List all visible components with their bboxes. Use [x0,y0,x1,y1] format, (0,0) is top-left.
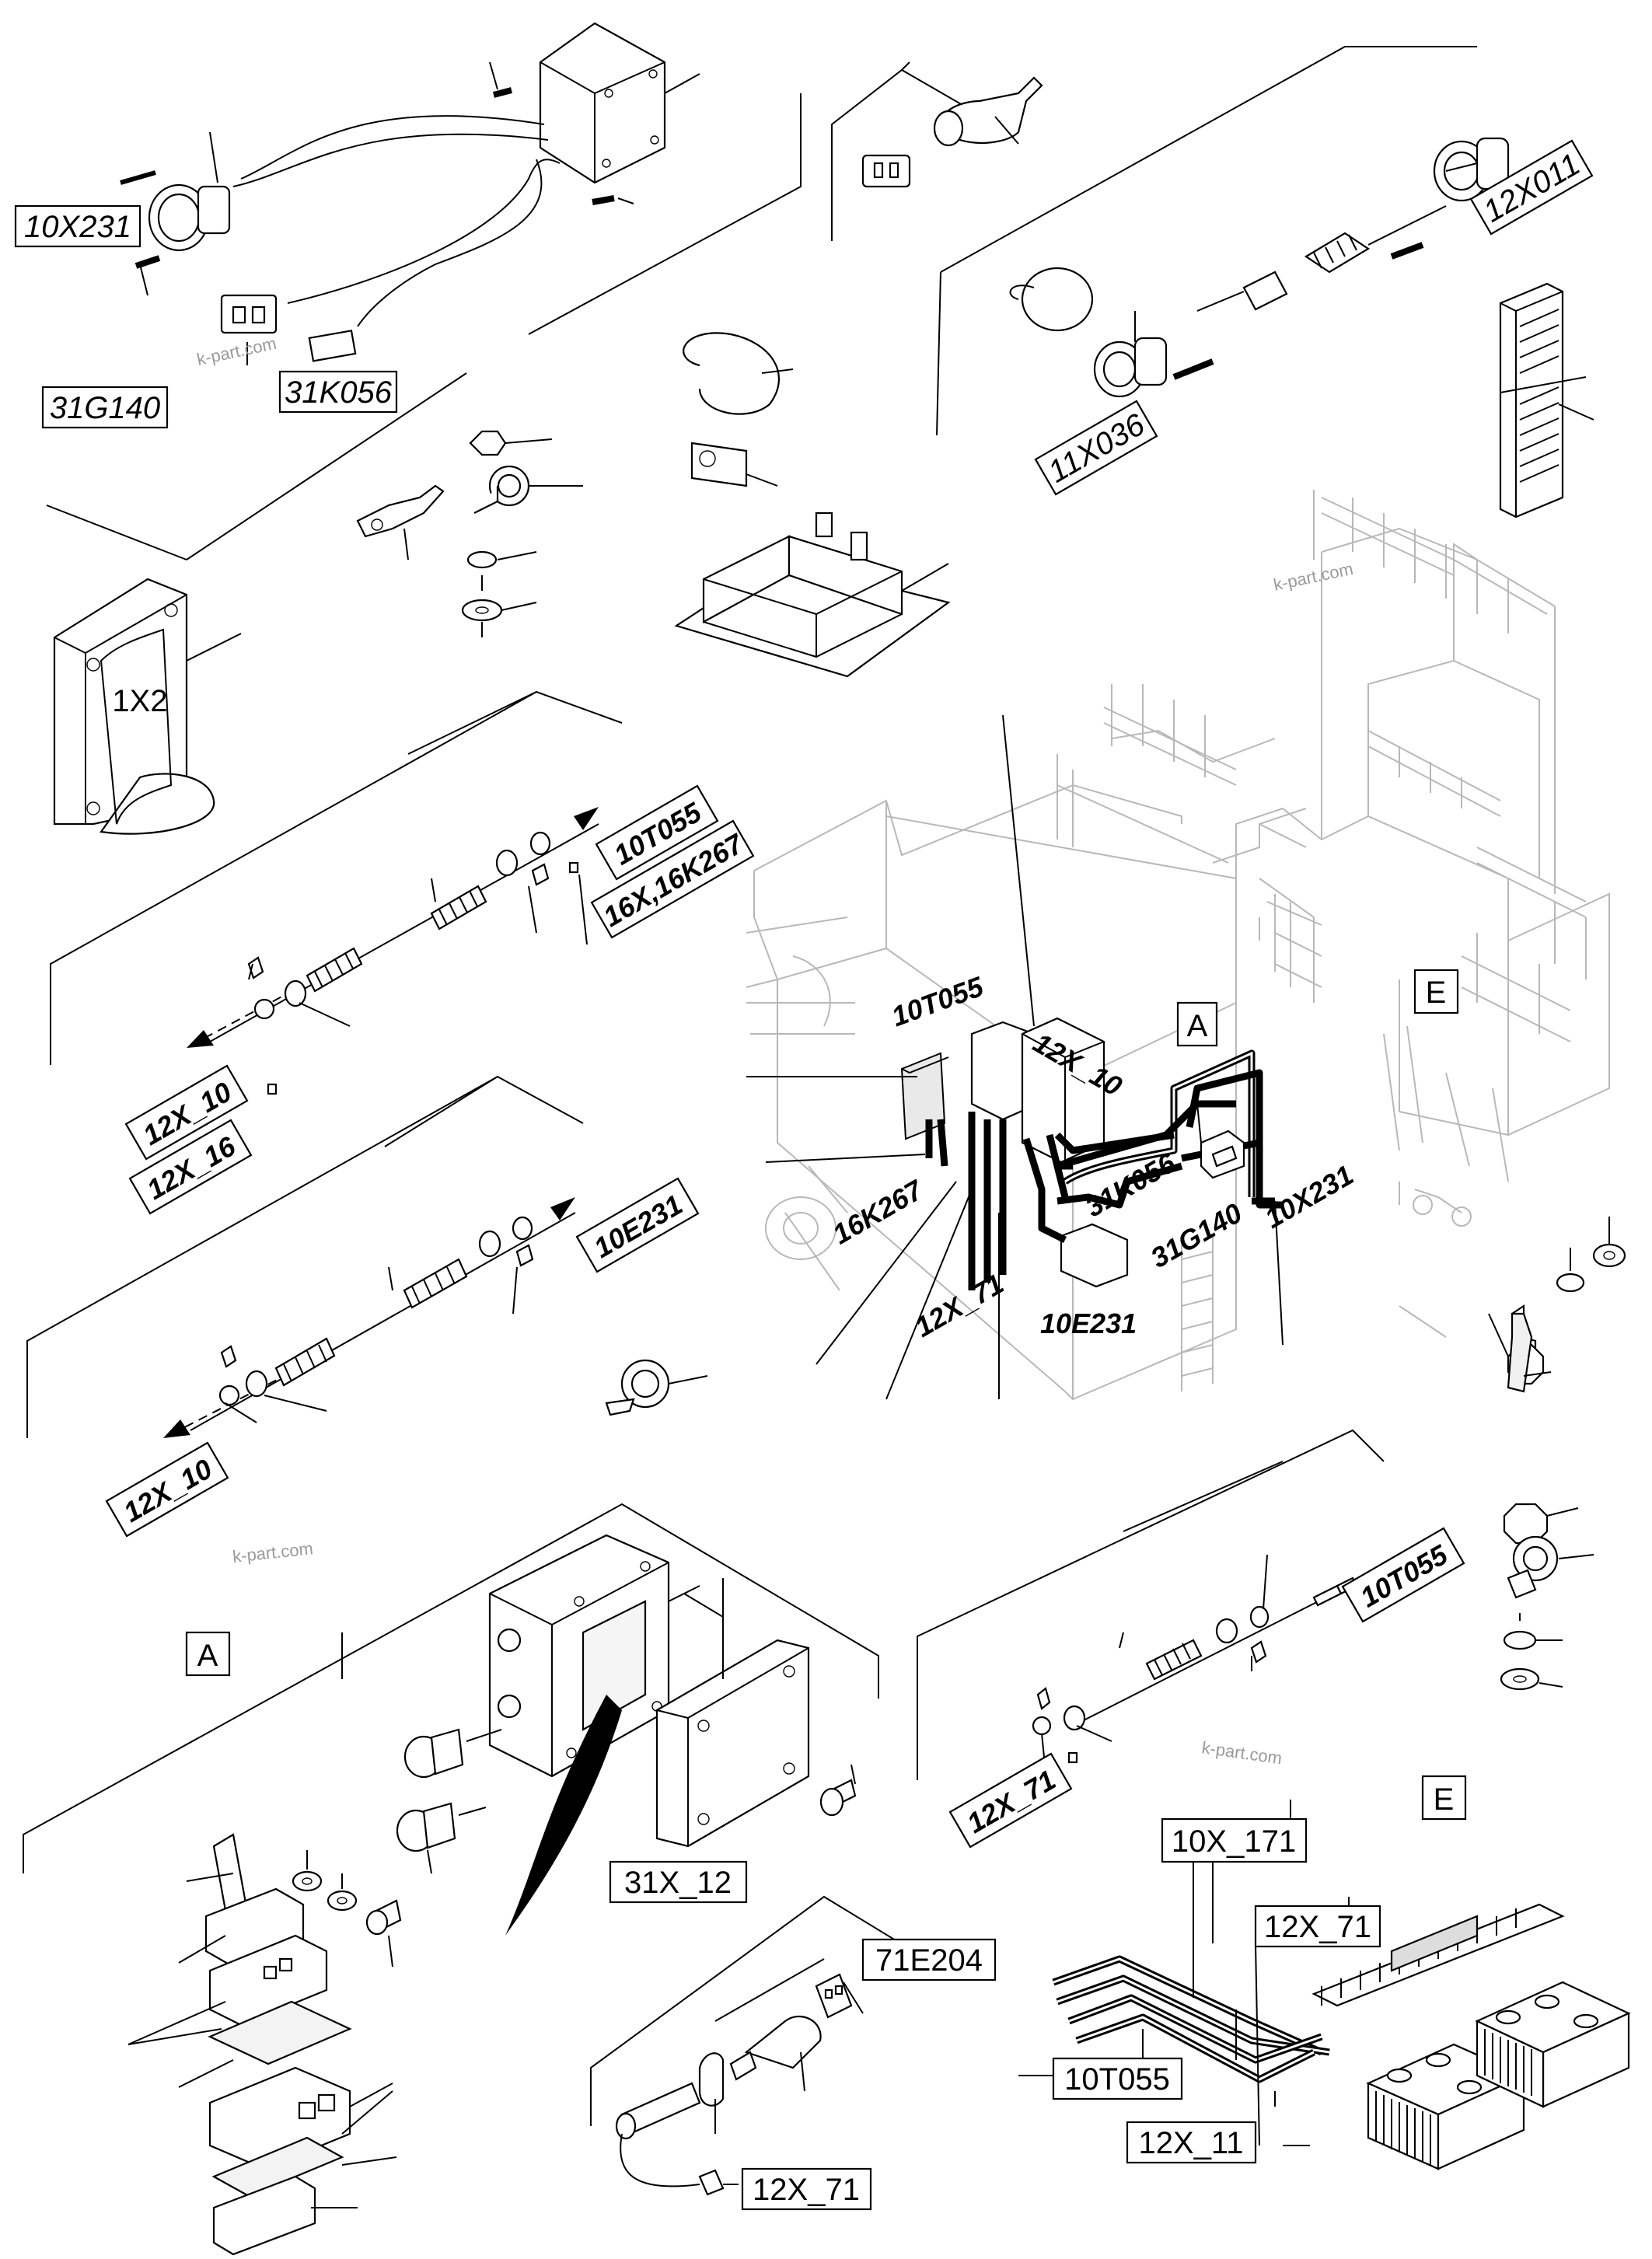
cable-gland-1 [403,1728,502,1779]
group-12X_71-line: k-part.com [917,1429,1385,1780]
spring-c [403,1258,468,1309]
spring-b [306,947,363,993]
label-m-10E231: 10E231 [1040,1308,1137,1339]
label-m-16K267: 16K267 [827,1173,929,1251]
watermark: k-part.com [1200,1737,1283,1768]
group-10E231-line [26,1075,584,1438]
watermark: k-part.com [1272,559,1355,595]
leader-lines [746,714,1284,1400]
label-11X036: 11X036 [1034,400,1158,496]
label-10X_171: 10X_171 [1161,1817,1308,1863]
label-31G140-top: 31G140 [41,386,169,429]
watermark: k-part.com [195,333,278,369]
misc-hardware-top [356,332,951,678]
label-10E231-a: 10E231 [575,1177,700,1273]
svg-text:12X_11: 12X_11 [1139,2126,1244,2160]
group-10X231-assembly: k-part.com [46,22,802,560]
label-m-31G140: 31G140 [1145,1196,1247,1274]
group-12X011-assembly [831,46,1594,518]
svg-text:71E204: 71E204 [875,1943,983,1978]
terminal-stack [127,1833,397,2256]
label-m-10X231: 10X231 [1259,1158,1359,1234]
group-71E204 [590,1895,914,2196]
label-10T055-e: 10T055 [1052,2057,1183,2100]
spring-e [1145,1639,1203,1681]
svg-text:10X231: 10X231 [24,210,131,244]
detail-A: k-part.com [23,1503,879,2256]
label-12X_10-b: 12X_10 [105,1441,229,1538]
label-31K056-top: 31K056 [278,370,398,414]
junction-box-open [488,1534,724,1936]
hardware-right-middle [1488,1217,1626,1393]
svg-text:E: E [1426,976,1447,1010]
spring-d [274,1337,336,1387]
label-71E204: 71E204 [861,1938,997,1981]
svg-text:31G140: 31G140 [50,391,160,425]
junction-box [539,22,700,184]
label-m-10T055: 10T055 [887,970,988,1033]
svg-text:A: A [1187,1009,1208,1043]
spring-a [430,885,487,930]
machine-components [900,1017,1283,1290]
label-12X_71-c: 12X_71 [948,1752,1073,1849]
svg-text:12X_71: 12X_71 [753,2173,860,2207]
svg-text:31K056: 31K056 [285,375,393,410]
label-12X_71-e: 12X_71 [1254,1905,1381,1948]
label-12X_11: 12X_11 [1126,2121,1257,2164]
screw-cover [819,1764,857,1817]
cable-gland-2 [396,1802,487,1874]
round-connector-10X231 [148,131,231,252]
label-10X231-top: 10X231 [14,204,141,248]
cover-plate [655,1578,810,1848]
plug-31G140 [220,294,278,365]
label-31X_12: 31X_12 [609,1860,748,1904]
hardware-right-lower [1500,1503,1594,1691]
detail-E [1018,1800,1631,2170]
svg-text:E: E [1434,1782,1455,1817]
watermark: k-part.com [232,1538,314,1566]
cable-clamp-center [605,1359,708,1416]
label-A-detail: A [185,1631,231,1677]
svg-text:10X_171: 10X_171 [1172,1824,1296,1859]
svg-text:A: A [197,1639,218,1673]
group-10T055-line [50,690,623,1095]
label-1X2: 1X2 [112,684,167,718]
label-E-detail: E [1421,1775,1467,1821]
svg-text:10T055: 10T055 [1064,2062,1170,2097]
label-12X_71-f: 12X_71 [741,2167,872,2211]
svg-text:31X_12: 31X_12 [624,1866,732,1900]
label-10T055-c: 10T055 [1341,1527,1465,1623]
label-E-main: E [1413,969,1459,1014]
battery-pack-right [1475,1981,1631,2108]
plug-housing-1X2: 1X2 [53,578,242,835]
label-A-main: A [1176,1001,1218,1047]
svg-text:12X_71: 12X_71 [1264,1910,1371,1944]
